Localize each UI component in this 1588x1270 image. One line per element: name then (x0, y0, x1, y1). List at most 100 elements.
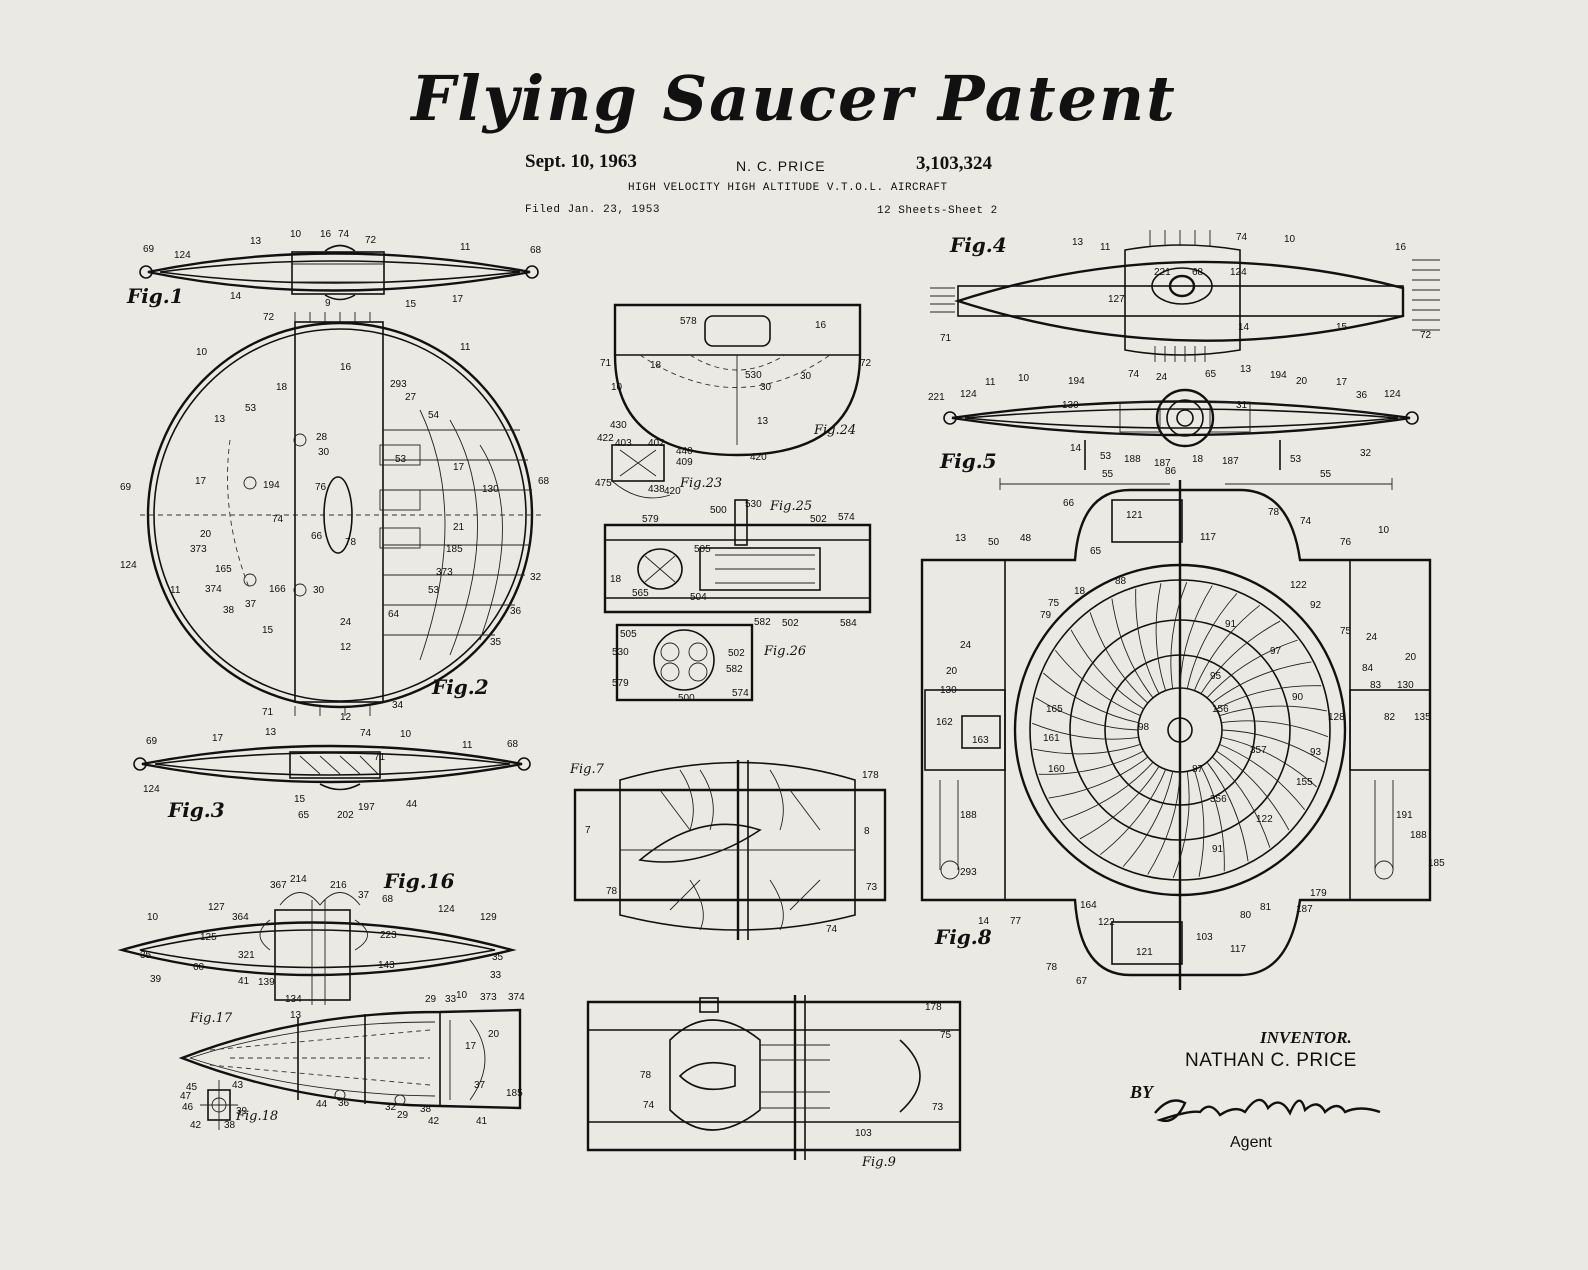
svg-text:81: 81 (1260, 902, 1272, 913)
svg-text:584: 584 (840, 618, 857, 629)
svg-text:500: 500 (710, 505, 727, 516)
svg-text:65: 65 (298, 810, 310, 821)
svg-text:127: 127 (208, 902, 225, 913)
patent-date: Sept. 10, 1963 (525, 151, 637, 172)
patent-number: 3,103,324 (916, 153, 992, 174)
svg-text:71: 71 (940, 333, 952, 344)
turbine-blade (1099, 769, 1167, 856)
svg-text:409: 409 (676, 457, 693, 468)
svg-text:10: 10 (1018, 373, 1030, 384)
svg-text:162: 162 (936, 717, 953, 728)
svg-text:30: 30 (313, 585, 325, 596)
svg-text:11: 11 (462, 740, 473, 751)
svg-text:14: 14 (230, 291, 242, 302)
svg-text:72: 72 (860, 358, 872, 369)
svg-text:64: 64 (388, 609, 400, 620)
svg-text:53: 53 (1290, 454, 1302, 465)
svg-text:86: 86 (1165, 466, 1177, 477)
turbine-blade (1221, 729, 1325, 763)
svg-text:578: 578 (680, 316, 697, 327)
svg-text:20: 20 (1296, 376, 1308, 387)
svg-text:41: 41 (476, 1116, 488, 1127)
svg-text:373: 373 (480, 992, 497, 1003)
svg-text:13: 13 (265, 727, 277, 738)
inventor-short: N. C. PRICE (736, 158, 826, 174)
svg-text:78: 78 (345, 537, 357, 548)
svg-text:364: 364 (232, 912, 249, 923)
svg-text:121: 121 (1126, 510, 1143, 521)
svg-text:76: 76 (1340, 537, 1352, 548)
turbine-blade (1089, 612, 1149, 704)
svg-text:374: 374 (508, 992, 525, 1003)
turbine-blade (1193, 604, 1261, 691)
svg-text:194: 194 (1068, 376, 1085, 387)
svg-text:50: 50 (988, 537, 1000, 548)
svg-text:10: 10 (611, 382, 623, 393)
svg-text:84: 84 (1362, 663, 1374, 674)
svg-text:28: 28 (316, 432, 328, 443)
svg-text:574: 574 (732, 688, 749, 699)
svg-text:582: 582 (726, 664, 743, 675)
svg-text:13: 13 (214, 414, 226, 425)
svg-text:36: 36 (510, 606, 522, 617)
svg-text:187: 187 (1222, 456, 1239, 467)
svg-text:163: 163 (972, 735, 989, 746)
svg-text:93: 93 (1310, 747, 1322, 758)
svg-text:88: 88 (1115, 576, 1127, 587)
svg-text:43: 43 (232, 1080, 244, 1091)
svg-text:13: 13 (757, 416, 769, 427)
svg-text:44: 44 (406, 799, 418, 810)
svg-text:16: 16 (1395, 242, 1407, 253)
figure-4-label: Fig.4 (949, 233, 1007, 257)
svg-text:17: 17 (465, 1041, 477, 1052)
svg-text:53: 53 (1100, 451, 1112, 462)
svg-text:103: 103 (855, 1128, 872, 1139)
svg-text:574: 574 (838, 512, 855, 523)
svg-text:125: 125 (200, 932, 217, 943)
svg-text:155: 155 (1296, 777, 1313, 788)
svg-text:38: 38 (224, 1120, 236, 1131)
svg-text:129: 129 (480, 912, 497, 923)
svg-text:69: 69 (120, 482, 132, 493)
figure-1-label: Fig.1 (126, 284, 184, 308)
svg-text:73: 73 (866, 882, 878, 893)
svg-text:78: 78 (1046, 962, 1058, 973)
svg-text:438: 438 (648, 484, 665, 495)
turbine-blade (1206, 639, 1298, 699)
figure-7-label: Fig.7 (569, 762, 605, 777)
svg-text:124: 124 (143, 784, 160, 795)
svg-text:7: 7 (585, 825, 591, 836)
svg-text:502: 502 (728, 648, 745, 659)
svg-text:221: 221 (1154, 267, 1171, 278)
svg-text:530: 530 (745, 370, 762, 381)
svg-text:143: 143 (378, 960, 395, 971)
svg-text:124: 124 (1230, 267, 1247, 278)
svg-text:78: 78 (640, 1070, 652, 1081)
svg-text:16: 16 (340, 362, 352, 373)
agent-label: Agent (1230, 1134, 1272, 1151)
svg-text:178: 178 (862, 770, 879, 781)
inventor-name: NATHAN C. PRICE (1185, 1050, 1357, 1071)
svg-text:76: 76 (315, 482, 327, 493)
svg-text:66: 66 (311, 531, 323, 542)
svg-text:38: 38 (223, 605, 235, 616)
svg-text:29: 29 (425, 994, 437, 1005)
svg-text:502: 502 (782, 618, 799, 629)
turbine-blade (1079, 766, 1160, 840)
svg-text:31: 31 (1236, 400, 1248, 411)
svg-text:74: 74 (360, 728, 372, 739)
svg-text:191: 191 (1396, 810, 1413, 821)
turbine-blade (1111, 598, 1154, 699)
svg-text:97: 97 (1270, 646, 1282, 657)
svg-text:39: 39 (150, 974, 162, 985)
svg-text:103: 103 (1196, 932, 1213, 943)
figure-5-label: Fig.5 (939, 449, 997, 473)
svg-text:24: 24 (960, 640, 972, 651)
svg-text:164: 164 (1080, 900, 1097, 911)
